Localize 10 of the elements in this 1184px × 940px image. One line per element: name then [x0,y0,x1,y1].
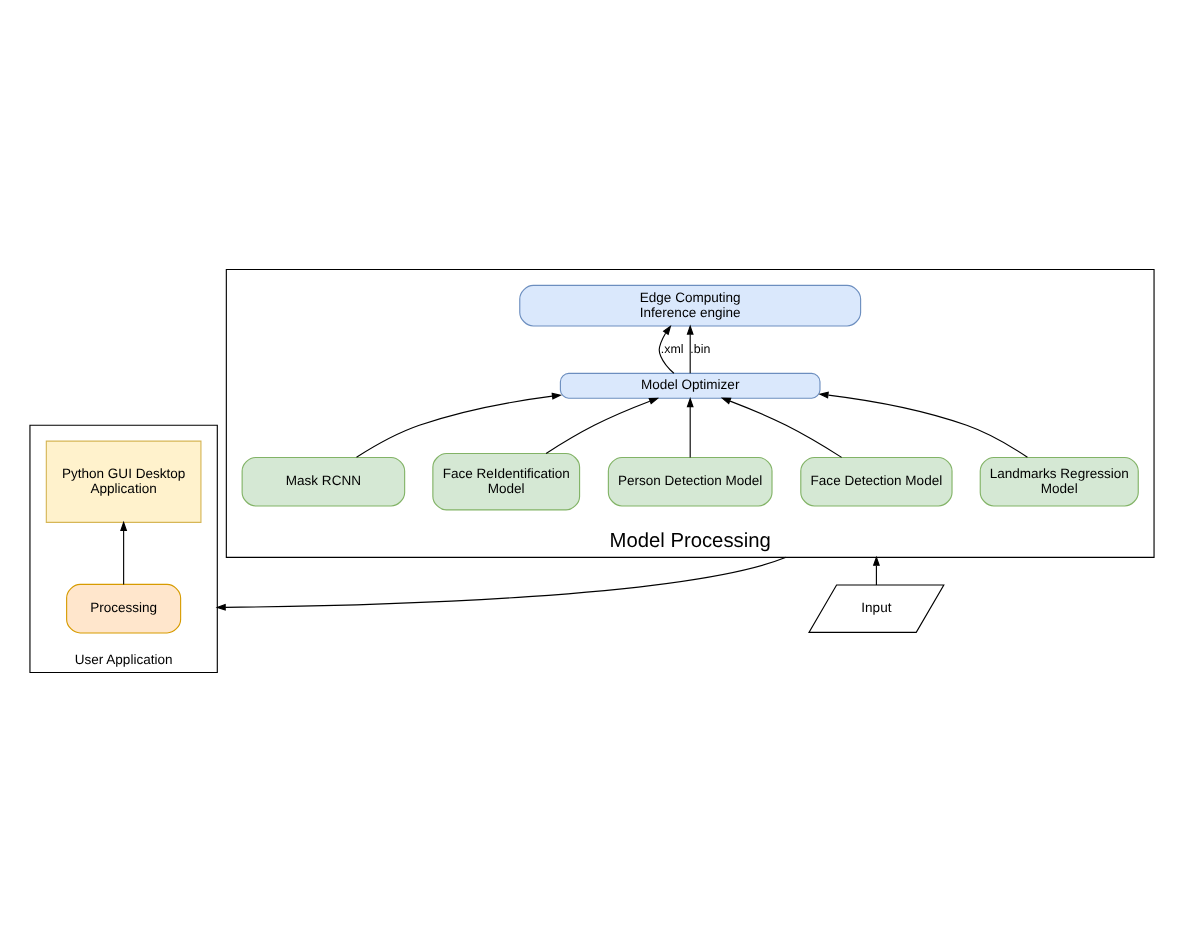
arrow [686,323,694,373]
arrow [120,519,128,584]
arrow [720,396,843,457]
arrow [215,555,787,610]
arrow [545,396,660,453]
arrow [872,554,880,585]
arrow [818,390,1028,457]
arrow [686,395,694,457]
arrow [355,391,563,457]
arrow [658,323,675,373]
